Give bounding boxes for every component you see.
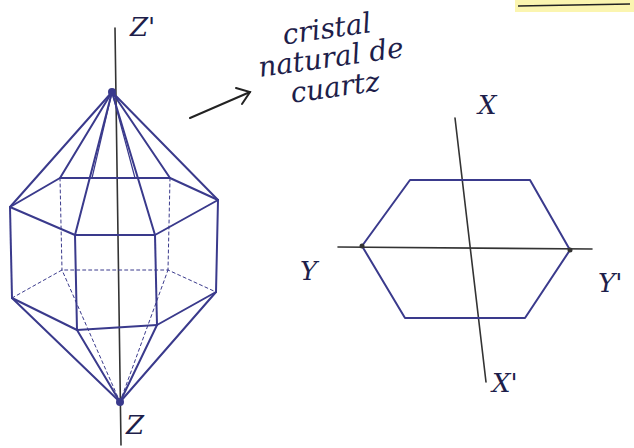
apex-dot bbox=[117, 399, 123, 405]
section-drawing bbox=[338, 118, 592, 382]
pyramid-edge bbox=[112, 92, 155, 235]
axis-label: X bbox=[478, 92, 497, 119]
axis-label: Z bbox=[126, 412, 144, 439]
prism-top bbox=[10, 178, 218, 235]
pyramid-edge bbox=[77, 330, 120, 402]
highlight-band bbox=[515, 0, 634, 12]
hidden-edge bbox=[62, 270, 120, 402]
vertex-dot bbox=[360, 244, 365, 249]
axis-label: X' bbox=[492, 370, 518, 397]
hidden-edge bbox=[120, 270, 168, 402]
axis-label: Z' bbox=[130, 14, 155, 41]
leader-line bbox=[190, 92, 250, 118]
pyramid-edge bbox=[120, 325, 157, 402]
prism-edge bbox=[10, 207, 12, 298]
pyramid-edge bbox=[92, 92, 112, 178]
pyramid-edge bbox=[60, 92, 112, 178]
pyramid-edge bbox=[75, 92, 112, 235]
hidden-edge bbox=[60, 178, 62, 270]
prism-edge bbox=[75, 235, 77, 330]
hexagon-section bbox=[362, 180, 570, 318]
pyramid-edge bbox=[120, 292, 216, 402]
prism-bottom-hidden bbox=[12, 270, 216, 298]
pyramid-edge bbox=[12, 298, 120, 402]
x-axis bbox=[455, 118, 486, 382]
pyramid-edge bbox=[112, 92, 170, 178]
prism-edge bbox=[216, 200, 218, 292]
pyramid-edge bbox=[112, 92, 135, 178]
highlight-mark bbox=[515, 0, 634, 12]
y-axis bbox=[338, 247, 592, 249]
apex-dot bbox=[109, 89, 115, 95]
axis-label: Y' bbox=[598, 270, 622, 297]
crystal-axis bbox=[115, 28, 121, 445]
prism-bottom bbox=[12, 292, 216, 330]
callout-note: cristal natural de cuartz bbox=[251, 4, 412, 112]
prism-edge bbox=[155, 235, 157, 325]
highlight-stroke bbox=[518, 4, 630, 6]
leader-arrow bbox=[190, 88, 250, 118]
crystal-drawing bbox=[10, 28, 218, 445]
axis-label: Y bbox=[300, 258, 317, 285]
vertex-dot bbox=[568, 248, 573, 253]
hidden-edge bbox=[168, 178, 170, 270]
arrow-head bbox=[236, 88, 250, 104]
